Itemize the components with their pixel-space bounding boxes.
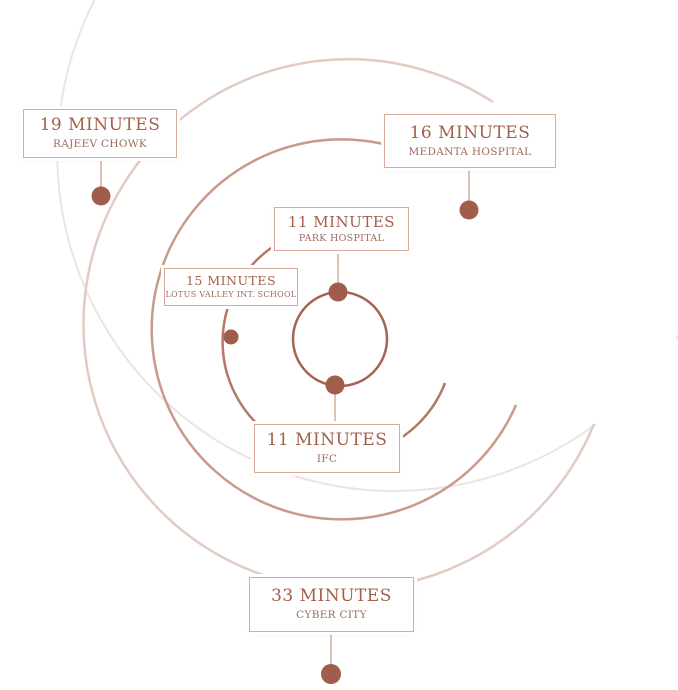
travel-time: 16 MINUTES [409,122,531,143]
travel-time: 15 MINUTES [185,273,277,289]
destination-name: RAJEEV CHOWK [53,138,147,151]
ring-core [291,290,389,388]
ring-outer [82,57,596,591]
ring-outermost [56,0,678,493]
destination-name: IFC [316,453,338,466]
destination-name: LOTUS VALLEY INT. SCHOOL [165,290,297,300]
travel-time: 11 MINUTES [287,212,396,231]
destination-name: MEDANTA HOSPITAL [408,145,532,158]
label-ifc: 11 MINUTES IFC [254,424,400,473]
travel-time: 19 MINUTES [39,115,161,136]
travel-time: 11 MINUTES [266,430,388,451]
label-medanta-hospital: 16 MINUTES MEDANTA HOSPITAL [384,114,556,168]
dot-rajeev-chowk [91,186,111,206]
destination-name: CYBER CITY [296,609,367,622]
dot-medanta-hospital [459,200,479,220]
travel-time: 33 MINUTES [271,586,392,607]
dot-cyber-city [321,664,341,684]
dot-ifc [325,375,345,395]
label-park-hospital: 11 MINUTES PARK HOSPITAL [274,207,409,251]
destination-name: PARK HOSPITAL [298,233,385,245]
dot-park-hospital [328,282,348,302]
label-lotus-valley-school: 15 MINUTES LOTUS VALLEY INT. SCHOOL [164,268,298,306]
ring-mid [150,138,518,521]
label-cyber-city: 33 MINUTES CYBER CITY [249,577,414,632]
label-rajeev-chowk: 19 MINUTES RAJEEV CHOWK [23,109,177,158]
dot-lotus-valley [223,329,239,345]
